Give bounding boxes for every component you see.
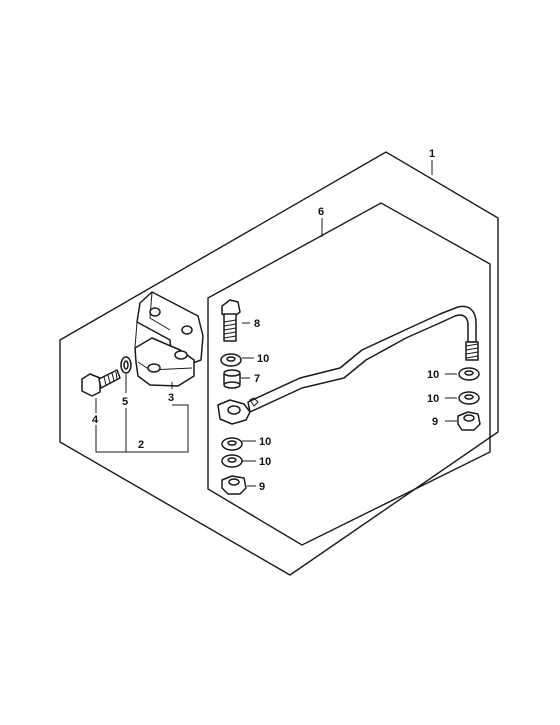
washer-5	[120, 356, 132, 374]
tie-rod-assembly-outline	[207, 202, 491, 546]
callout-8: 8	[254, 318, 260, 330]
nut-9-a	[221, 475, 247, 495]
bolt-8	[221, 299, 241, 342]
washer-10-b	[221, 437, 243, 451]
callout-10-a: 10	[257, 353, 269, 365]
callout-10-c: 10	[259, 456, 271, 468]
callout-5: 5	[122, 396, 128, 408]
washer-10-a	[220, 353, 242, 367]
mounting-bracket	[134, 291, 204, 387]
leader-lines	[95, 160, 457, 487]
callout-10-d: 10	[427, 369, 439, 381]
callout-3: 3	[168, 392, 174, 404]
callout-10-b: 10	[259, 436, 271, 448]
nut-9-b	[457, 411, 481, 431]
callout-1: 1	[429, 148, 435, 160]
callout-2: 2	[138, 439, 144, 451]
kit-boundary-outline	[59, 151, 499, 576]
callout-9-right: 9	[432, 416, 438, 428]
collar-7	[223, 369, 241, 389]
tie-rod	[217, 305, 479, 425]
callout-4: 4	[92, 414, 99, 426]
callout-7: 7	[254, 373, 260, 385]
bolt-4	[81, 369, 121, 397]
callout-9-left: 9	[259, 481, 265, 493]
washer-10-d	[458, 367, 480, 381]
washer-10-c	[221, 454, 243, 468]
callout-10-e: 10	[427, 393, 439, 405]
washer-10-e	[458, 391, 480, 405]
callout-6: 6	[318, 206, 324, 218]
